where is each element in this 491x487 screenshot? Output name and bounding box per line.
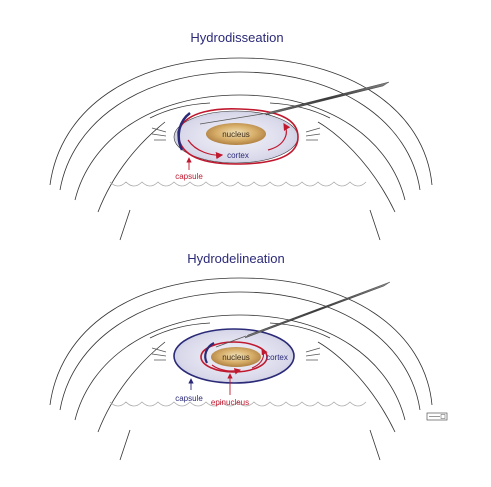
nucleus-bottom [211, 347, 261, 367]
eye-anatomy-outline-bottom [49, 277, 433, 461]
panel-hydrodissection: Hydrodisseation nucleus [49, 30, 433, 241]
fluid-flow-arrow-bottom-right [251, 348, 268, 369]
epinucleus-inner-edge-bottom [204, 342, 215, 364]
panel-hydrodelineation: Hydrodelineation nucleus cortex [49, 251, 433, 461]
nucleus-top [206, 123, 266, 145]
nucleus-label-bottom: nucleus [222, 353, 250, 362]
fluid-flow-arrow-top [187, 139, 224, 160]
capsule-label-top: capsule [175, 172, 203, 181]
panel-title-top: Hydrodisseation [190, 30, 283, 45]
cortex-label-bottom: cortex [266, 353, 288, 362]
scale-bar-icon [426, 412, 448, 421]
capsule-label-bottom: capsule [175, 394, 203, 403]
fluid-flow-arrow-bottom [211, 364, 242, 375]
eye-anatomy-outline-top [49, 57, 433, 241]
panel-title-bottom: Hydrodelineation [187, 251, 285, 266]
capsule-inner-edge-top [177, 112, 191, 151]
nucleus-label-top: nucleus [222, 130, 250, 139]
epinucleus-label-bottom: epinucleus [211, 398, 249, 407]
needle-cannula-icon [199, 81, 390, 125]
cortex-label-top: cortex [227, 151, 249, 160]
capsule-line-top [177, 108, 299, 165]
fluid-flow-arrow-top-right [267, 122, 291, 151]
needle-cannula-icon [215, 281, 391, 348]
